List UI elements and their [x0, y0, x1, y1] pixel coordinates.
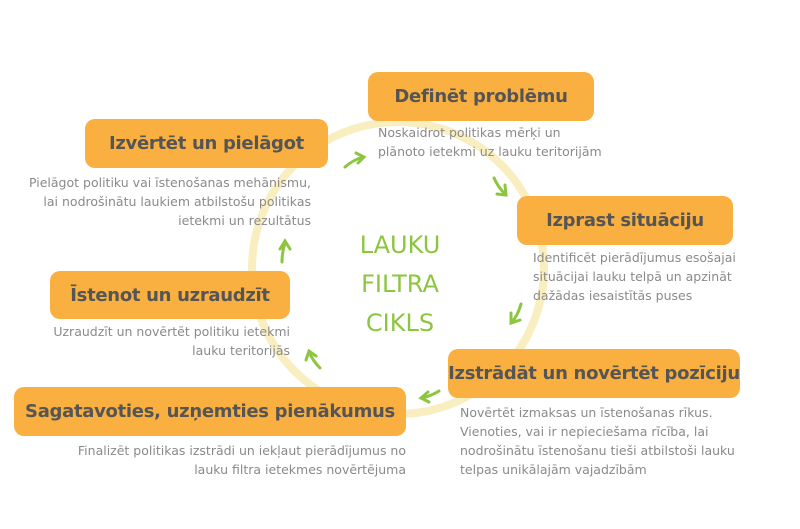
- desc-line: Identificēt pierādījumus esošajai: [533, 250, 736, 265]
- arrow-icon: [278, 238, 292, 264]
- desc-line: Finalizēt politikas izstrādi un iekļaut …: [77, 443, 406, 458]
- desc-line: nodrošinātu īstenošanu tieši atbilstoši …: [460, 443, 735, 458]
- step-define-problem-desc: Noskaidrot politikas mērķi un plānoto iet…: [378, 123, 602, 161]
- cycle-title: LAUKU FILTRA CIKLS: [330, 226, 470, 343]
- step-develop-position-desc: Novērtēt izmaksas un īstenošanas rīkus. V…: [460, 403, 735, 479]
- desc-line: Uzraudzīt un novērtēt politiku ietekmi: [53, 324, 290, 339]
- arrow-icon: [509, 302, 523, 326]
- title-line: CIKLS: [365, 309, 435, 337]
- desc-line: lauku teritorijās: [192, 343, 290, 358]
- arrow-icon: [343, 151, 367, 169]
- desc-line: telpas unikālajām vajadzībām: [460, 462, 647, 477]
- step-evaluate-adapt-desc: Pielāgot politiku vai īstenošanas mehāni…: [29, 173, 311, 230]
- step-understand-situation: Izprast situāciju: [517, 196, 733, 245]
- desc-line: ietekmi un rezultātus: [178, 213, 311, 228]
- desc-line: Vienoties, vai ir nepieciešama rīcība, l…: [460, 424, 709, 439]
- arrow-icon: [304, 348, 322, 370]
- desc-line: situācijai lauku telpā un apzināt: [533, 269, 732, 284]
- step-evaluate-adapt: Izvērtēt un pielāgot: [85, 119, 328, 168]
- title-line: LAUKU: [359, 231, 441, 259]
- desc-line: plānoto ietekmi uz lauku teritorijām: [378, 144, 602, 159]
- title-line: FILTRA: [361, 270, 439, 298]
- step-prepare-commit-desc: Finalizēt politikas izstrādi un iekļaut …: [78, 441, 406, 479]
- desc-line: lai nodrošinātu laukiem atbilstošu polit…: [43, 194, 311, 209]
- step-develop-position: Izstrādāt un novērtēt pozīciju: [448, 349, 740, 398]
- step-define-problem: Definēt problēmu: [368, 72, 594, 121]
- desc-line: Novērtēt izmaksas un īstenošanas rīkus.: [460, 405, 713, 420]
- step-understand-situation-desc: Identificēt pierādījumus esošajai situāci…: [533, 248, 736, 305]
- desc-line: lauku filtra ietekmes novērtējuma: [194, 462, 406, 477]
- desc-line: Pielāgot politiku vai īstenošanas mehāni…: [29, 175, 311, 190]
- step-prepare-commit: Sagatavoties, uzņemties pienākumus: [14, 387, 406, 436]
- arrow-icon: [492, 176, 508, 197]
- step-implement-monitor: Īstenot un uzraudzīt: [50, 271, 290, 319]
- desc-line: dažādas iesaistītās puses: [533, 288, 693, 303]
- desc-line: Noskaidrot politikas mērķi un: [378, 125, 561, 140]
- arrow-icon: [418, 389, 441, 404]
- step-implement-monitor-desc: Uzraudzīt un novērtēt politiku ietekmi la…: [53, 322, 290, 360]
